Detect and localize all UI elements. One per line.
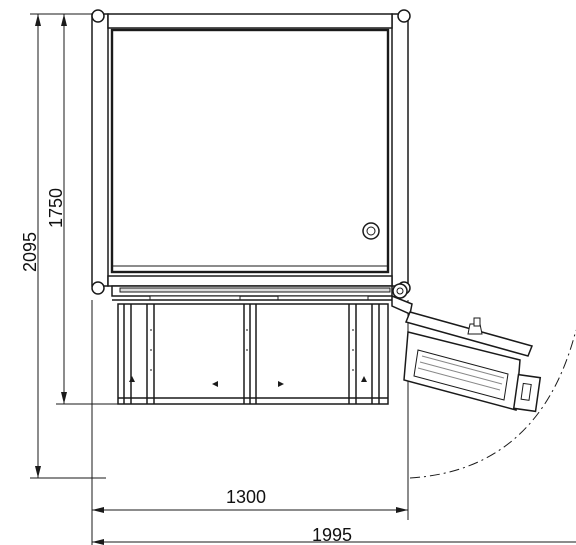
counter-shelf <box>111 283 408 305</box>
lower-base <box>117 303 389 405</box>
dimension-total-height: 2095 <box>20 232 40 272</box>
side-scale-unit <box>391 294 542 413</box>
dimension-width: 1300 <box>226 487 266 507</box>
lock-icon <box>362 222 380 240</box>
upper-cabinet <box>91 9 411 295</box>
dimension-total-width: 1995 <box>312 525 352 545</box>
dimension-body-height: 1750 <box>46 188 66 228</box>
